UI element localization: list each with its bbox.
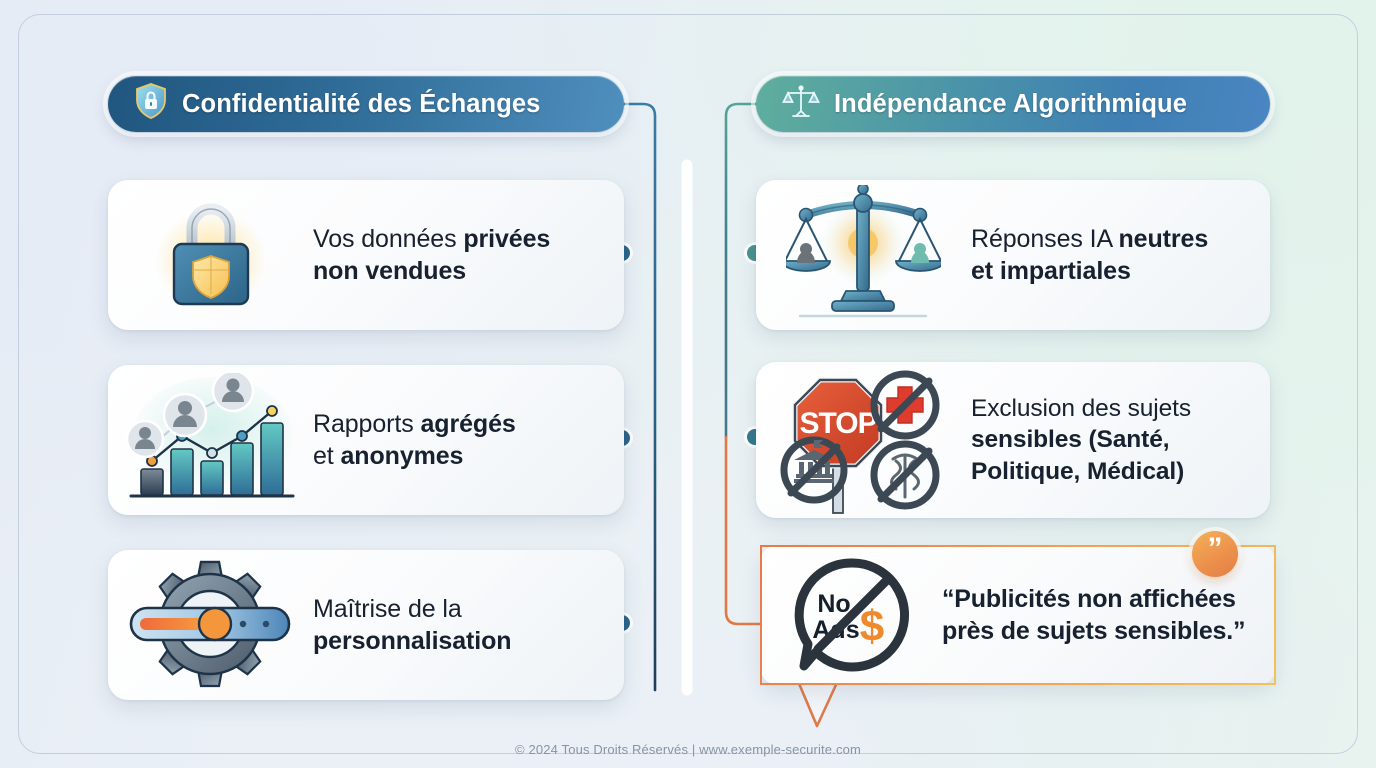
l2-line1-bold: agrégés: [420, 410, 516, 438]
l3-line2-bold: personnalisation: [313, 627, 512, 655]
l1-line1-plain: Vos données: [313, 225, 464, 253]
l1-line2-bold: non vendues: [313, 257, 467, 285]
stop-sign-restricted-icon: STOP: [756, 365, 971, 515]
quote-connector-branch: [724, 435, 762, 626]
r2-line2-bold: sensibles (Santé,: [971, 426, 1170, 454]
l2-line2-bold: anonymes: [340, 442, 464, 470]
left-card-2-text: Rapports agrégés et anonymes: [313, 408, 532, 472]
gear-slider-icon: [108, 558, 313, 693]
no-ads-icon: No Ads $: [762, 553, 942, 678]
svg-text:No: No: [817, 590, 850, 618]
justice-scale-icon: [756, 185, 971, 325]
shield-lock-icon: [134, 82, 168, 127]
quote-mark-icon: ”: [1192, 531, 1238, 577]
right-card-1-text: Réponses IA neutres et impartiales: [971, 223, 1208, 287]
right-card-2-text: Exclusion des sujets sensibles (Santé, P…: [971, 393, 1191, 487]
r2-line1-plain: Exclusion des sujets: [971, 394, 1191, 422]
right-column-header[interactable]: Indépendance Algorithmique: [751, 71, 1275, 137]
padlock-shield-icon: [108, 190, 313, 320]
connector-node-group: [611, 242, 766, 634]
r1-line1-plain: Réponses IA: [971, 225, 1119, 253]
l3-line1-plain: Maîtrise de la: [313, 595, 462, 623]
l2-line1-plain: Rapports: [313, 410, 421, 438]
r1-line1-bold: neutres: [1118, 225, 1209, 253]
l1-line1-bold: privées: [463, 225, 551, 253]
svg-text:$: $: [859, 602, 883, 651]
quote-mark-glyph: ”: [1207, 532, 1223, 565]
left-card-1-text: Vos données privées non vendues: [313, 223, 566, 287]
quote-bubble[interactable]: No Ads $ “Publicités non affichées près …: [760, 545, 1276, 685]
quote-line-1: “Publicités non affichées: [942, 584, 1236, 613]
quote-line-2: près de sujets sensibles.”: [942, 617, 1246, 645]
r1-line2-bold: et impartiales: [971, 257, 1131, 285]
right-connector-branch: [724, 102, 758, 439]
bar-chart-users-icon: [108, 372, 313, 508]
left-card-3-text: Maîtrise de la personnalisation: [313, 593, 527, 657]
left-connector-branch: [622, 102, 657, 692]
left-header-title: Confidentialité des Échanges: [182, 89, 541, 118]
right-header-title: Indépendance Algorithmique: [834, 89, 1188, 118]
left-card-2[interactable]: Rapports agrégés et anonymes: [108, 365, 624, 515]
svg-text:STOP: STOP: [799, 407, 876, 440]
right-card-1[interactable]: Réponses IA neutres et impartiales: [756, 180, 1270, 330]
right-card-2[interactable]: STOP: [756, 362, 1270, 518]
balance-scale-icon: [782, 83, 820, 126]
r2-line3-bold: Politique, Médical): [971, 457, 1185, 485]
quote-text: “Publicités non affichées près de sujets…: [942, 583, 1245, 648]
footer-copyright: © 2024 Tous Droits Réservés | www.exempl…: [515, 742, 861, 757]
l2-line2-plain: et: [313, 442, 341, 470]
left-card-1[interactable]: Vos données privées non vendues: [108, 180, 624, 330]
left-card-3[interactable]: Maîtrise de la personnalisation: [108, 550, 624, 700]
left-column-header[interactable]: Confidentialité des Échanges: [103, 71, 629, 137]
